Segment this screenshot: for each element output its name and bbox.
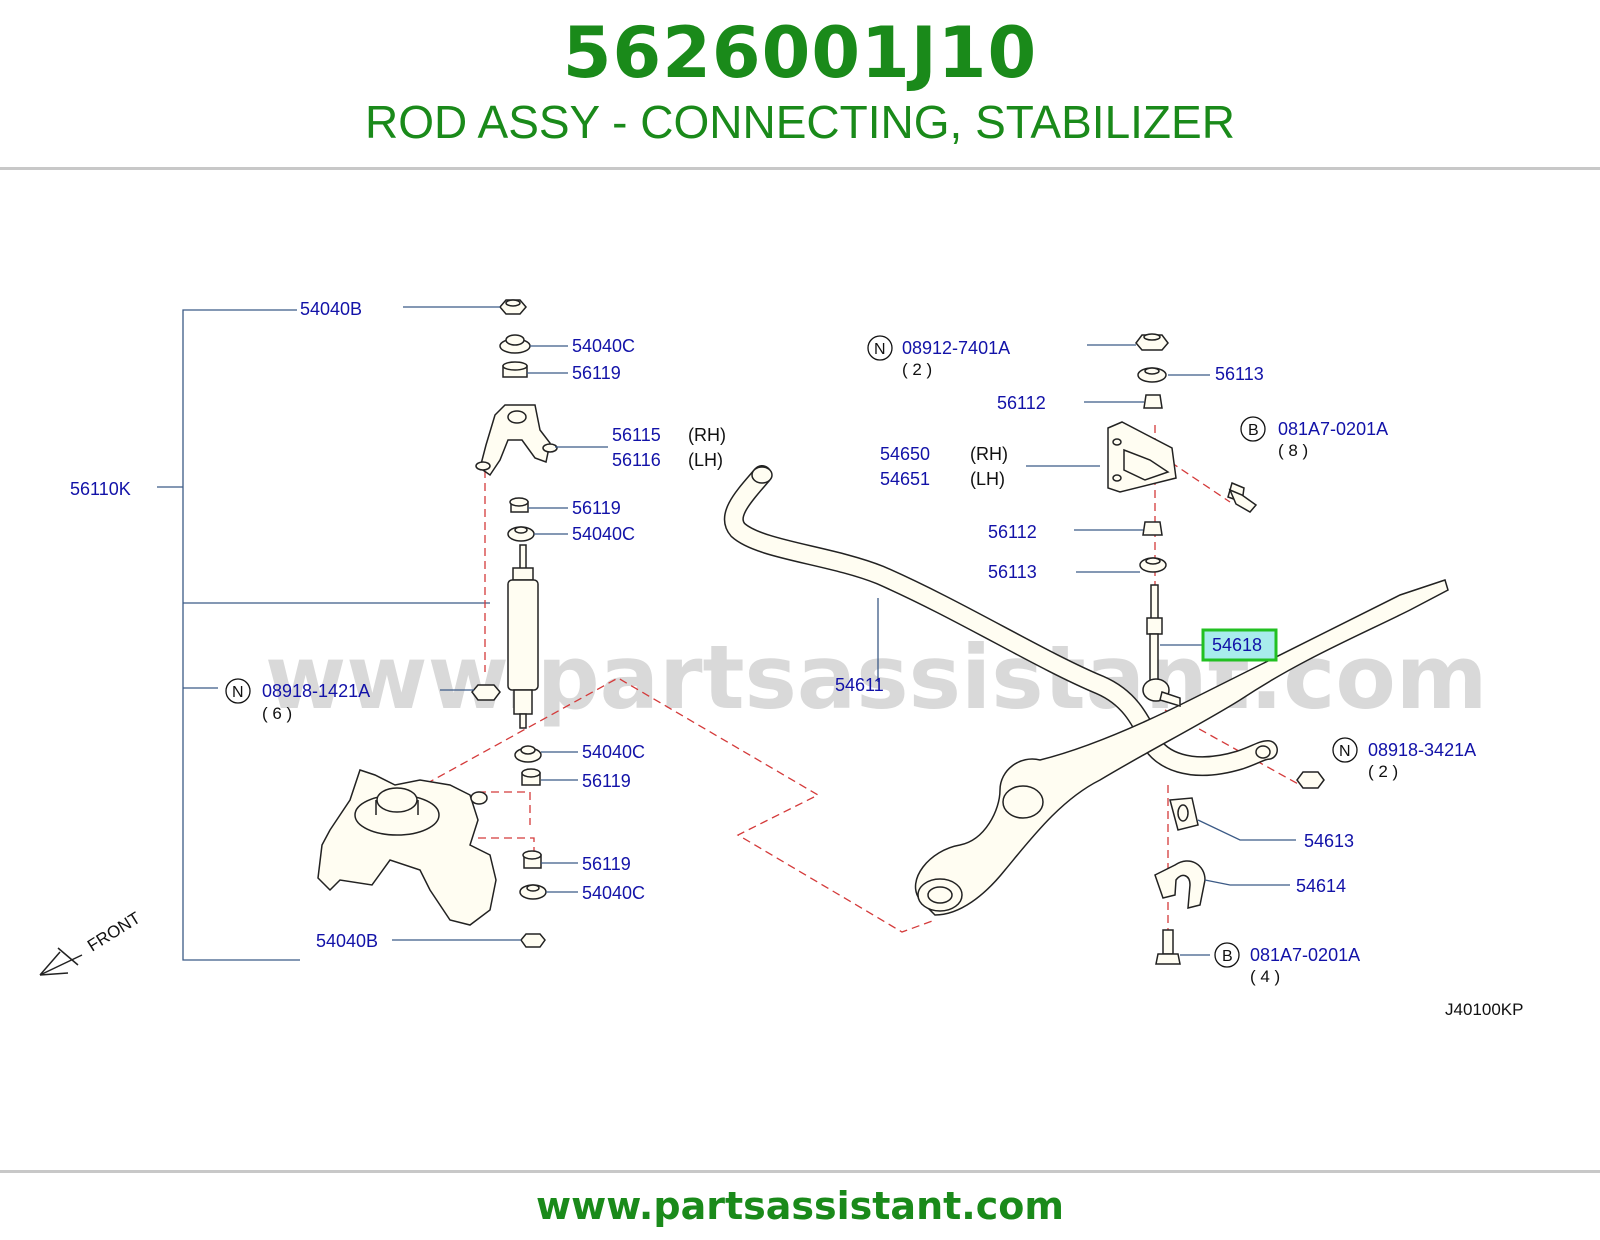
bushing-56119-3-part [521, 768, 541, 786]
qty-081A7-0201A-2: ( 4 ) [1250, 967, 1280, 986]
label-081A7-0201A-2[interactable]: 081A7-0201A [1250, 945, 1360, 965]
header-divider [0, 167, 1600, 170]
b-circle-letter-2: B [1222, 948, 1233, 965]
bracket-56110K [157, 309, 490, 961]
label-54040B-top[interactable]: 54040B [300, 299, 362, 319]
label-54040B-bottom[interactable]: 54040B [316, 931, 378, 951]
label-56119-3[interactable]: 56119 [582, 771, 631, 791]
b-circle-icon-1 [1240, 416, 1266, 442]
nut-08912-7401A-part [1135, 333, 1169, 351]
bushing-56112-2-part [1142, 521, 1163, 536]
suffix-56115-rh: (RH) [688, 425, 726, 445]
bushing-54613-part [1169, 797, 1199, 831]
stabilizer-bar-eye-left [751, 466, 773, 484]
stabilizer-bar-fill [725, 466, 1277, 775]
footer-divider [0, 1170, 1600, 1173]
qty-08918-1421A: ( 6 ) [262, 704, 292, 723]
parts-diagram: www.partsassistant.com [39, 299, 1523, 1019]
diagram-code: J40100KP [1445, 1000, 1523, 1019]
label-56119-2[interactable]: 56119 [572, 498, 621, 518]
n-circle-icon-3 [1332, 737, 1358, 763]
b-circle-icon-2 [1214, 942, 1240, 968]
bushing-56119-4-part [522, 850, 542, 869]
label-54611[interactable]: 54611 [835, 675, 884, 695]
highlight-box-54618 [1201, 628, 1278, 662]
leader-54614 [1204, 879, 1290, 886]
lower-mount-knuckle-part [317, 769, 497, 926]
washer-54040C-2-part [507, 526, 535, 542]
label-56115[interactable]: 56115 [612, 425, 661, 445]
b-circle-letter-1: B [1248, 422, 1259, 439]
nut-08918-3421A-part [1296, 771, 1325, 789]
qty-081A7-0201A-1: ( 8 ) [1278, 441, 1308, 460]
assembly-dashed-outline [414, 677, 936, 933]
label-54040C-3[interactable]: 54040C [582, 742, 645, 762]
part-name-subtitle: ROD ASSY - CONNECTING, STABILIZER [365, 96, 1235, 148]
bushing-56119-1-part [502, 361, 528, 378]
footer-url-link[interactable]: www.partsassistant.com [536, 1184, 1064, 1228]
label-54040C-4[interactable]: 54040C [582, 883, 645, 903]
washer-56113-2-part [1139, 557, 1167, 573]
label-56113-1[interactable]: 56113 [1215, 364, 1264, 384]
watermark: www.partsassistant.com [265, 626, 1488, 729]
label-56119-4[interactable]: 56119 [582, 854, 631, 874]
washer-54040C-4-part [519, 884, 547, 900]
label-08918-3421A[interactable]: 08918-3421A [1368, 740, 1476, 760]
label-54650[interactable]: 54650 [880, 444, 930, 464]
lower-arm-part [914, 579, 1449, 916]
stabilizer-assembly: N 08912-7401A ( 2 ) 56113 56112 B 081A7-… [723, 333, 1476, 986]
front-label: FRONT [84, 908, 144, 955]
label-54614[interactable]: 54614 [1296, 876, 1346, 896]
label-08912-7401A[interactable]: 08912-7401A [902, 338, 1010, 358]
n-circle-letter-3: N [1339, 743, 1351, 760]
suffix-56116-lh: (LH) [688, 450, 723, 470]
hex-nut-54040B-top-part [499, 299, 527, 315]
label-56112-2[interactable]: 56112 [988, 522, 1037, 542]
label-54651[interactable]: 54651 [880, 469, 930, 489]
n-circle-icon-2 [867, 335, 893, 361]
shock-absorber-part [507, 544, 539, 729]
washer-56113-1-part [1137, 367, 1167, 383]
upper-bracket-56115-part [475, 404, 558, 477]
suffix-54651-lh: (LH) [970, 469, 1005, 489]
qty-08918-3421A: ( 2 ) [1368, 762, 1398, 781]
n-circle-letter-2: N [874, 341, 886, 358]
part-number-title: 5626001J10 [562, 12, 1038, 94]
stabilizer-bar-eye-right [1255, 745, 1271, 759]
label-54618[interactable]: 54618 [1212, 635, 1262, 655]
label-54613[interactable]: 54613 [1304, 831, 1354, 851]
washer-54040C-1-part [499, 334, 531, 354]
label-56116[interactable]: 56116 [612, 450, 661, 470]
front-direction-arrow-icon [39, 947, 83, 976]
label-56110K[interactable]: 56110K [70, 479, 131, 499]
bushing-56119-2-part [509, 497, 529, 513]
label-081A7-0201A-1[interactable]: 081A7-0201A [1278, 419, 1388, 439]
qty-08912-7401A: ( 2 ) [902, 360, 932, 379]
n-circle-letter-1: N [232, 684, 244, 701]
bracket-54650-part [1107, 421, 1177, 493]
leader-54613 [1197, 819, 1296, 841]
label-54040C-1[interactable]: 54040C [572, 336, 635, 356]
label-56113-2[interactable]: 56113 [988, 562, 1037, 582]
label-54040C-2[interactable]: 54040C [572, 524, 635, 544]
clamp-54614-part [1154, 860, 1206, 909]
label-56119-1[interactable]: 56119 [572, 363, 621, 383]
connecting-rod-54618-part [1142, 584, 1181, 708]
bolt-081A7-0201A-1-part [1227, 481, 1258, 513]
bolt-081A7-0201A-2-part [1155, 929, 1181, 965]
nut-08918-1421A-part [471, 684, 501, 701]
washer-54040C-3-part [514, 745, 542, 763]
n-circle-icon-1 [225, 678, 251, 704]
label-56112-1[interactable]: 56112 [997, 393, 1046, 413]
bushing-56112-1-part [1143, 394, 1163, 409]
hex-nut-54040B-bottom-part [520, 933, 546, 948]
mount-dashed-link [478, 791, 535, 855]
suffix-54650-rh: (RH) [970, 444, 1008, 464]
label-08918-1421A[interactable]: 08918-1421A [262, 681, 370, 701]
